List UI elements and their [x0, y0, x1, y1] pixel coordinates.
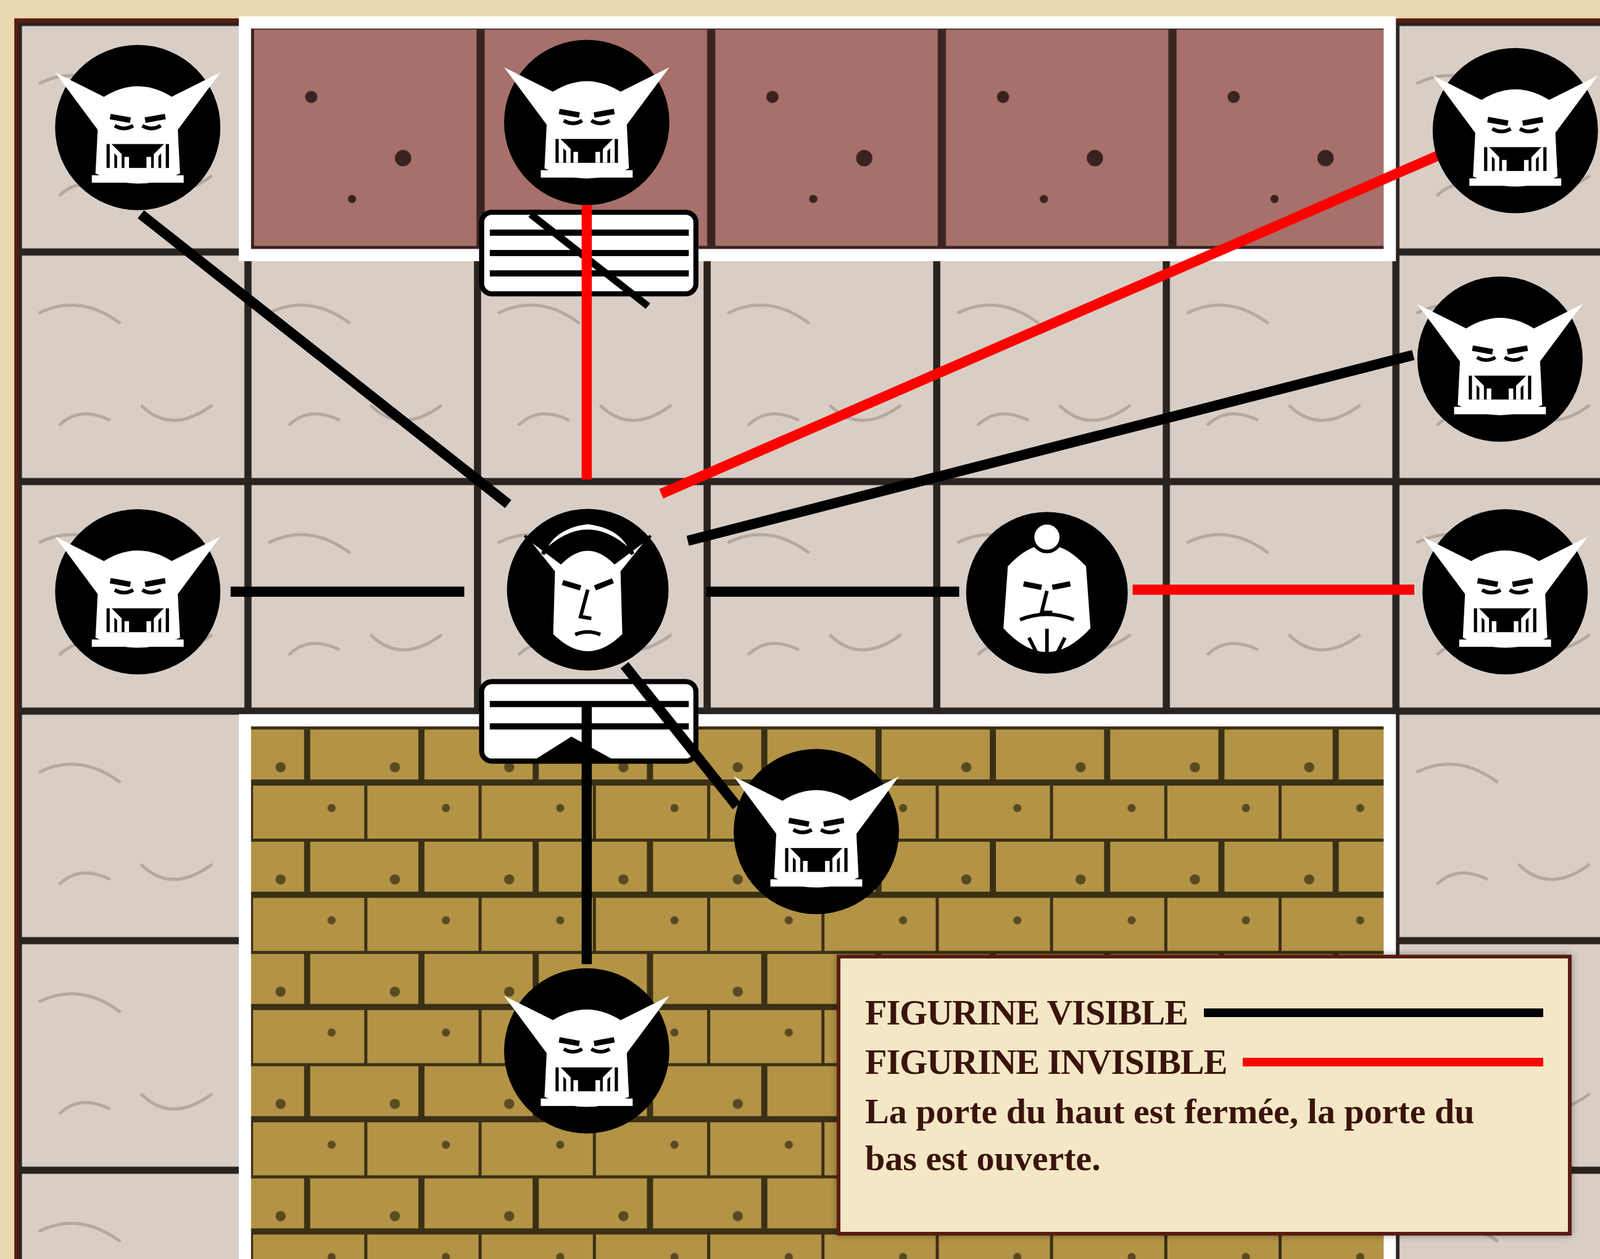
line-sample	[1203, 1008, 1544, 1017]
sight-lines	[140, 153, 1444, 964]
legend-box: FIGURINE VISIBLEFIGURINE INVISIBLELa por…	[836, 954, 1572, 1236]
legend-text: FIGURINE VISIBLE	[865, 987, 1188, 1038]
legend-row: FIGURINE INVISIBLE	[865, 1037, 1544, 1087]
line-sample	[1242, 1057, 1544, 1067]
legend-text: FIGURINE INVISIBLE	[865, 1037, 1227, 1087]
legend-row: FIGURINE VISIBLE	[865, 987, 1544, 1038]
legend-note: La porte du haut est fermée, la porte du…	[865, 1087, 1507, 1182]
